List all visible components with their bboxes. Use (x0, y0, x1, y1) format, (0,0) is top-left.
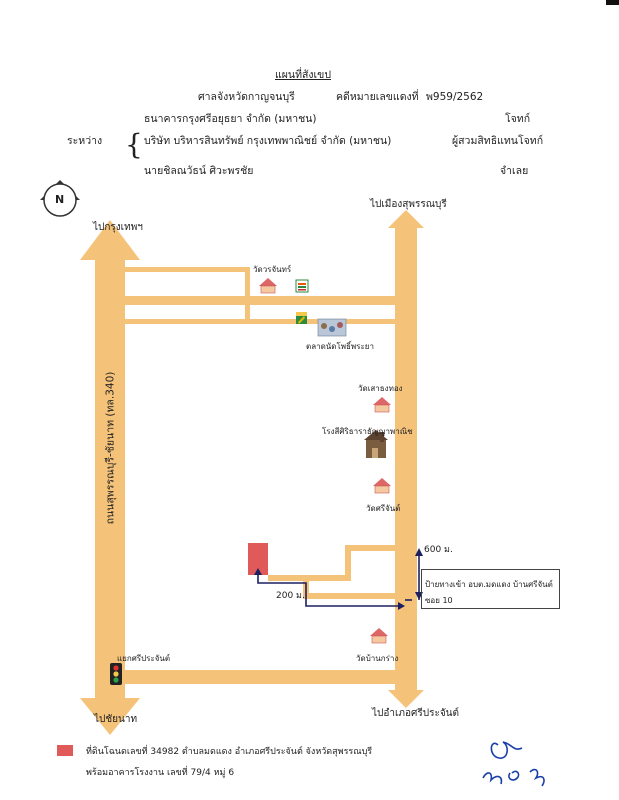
brace-symbol: { (125, 128, 143, 161)
callout-line1: ป้ายทางเข้า อบต.มดแดง บ้านศรีจันต์ (425, 580, 553, 589)
label-wat-sri: วัดศรีจันต์ (366, 504, 401, 513)
distance-200: 200 ม. (276, 591, 305, 601)
road-market (110, 319, 406, 324)
north-label: N (55, 193, 65, 206)
entrance-callout (421, 569, 560, 609)
road-suphanburi (395, 222, 417, 692)
lane-upper-drop (345, 545, 351, 581)
label-intersection: แยกศรีประจันต์ (117, 654, 171, 663)
road-top-joint (245, 267, 250, 299)
scan-edge-mark (606, 0, 619, 5)
temple-icon-wat-ban (370, 628, 388, 644)
dir-chainat: ไปชัยนาท (94, 714, 138, 725)
handwritten-signature (482, 741, 545, 787)
north-arrow-icon (40, 180, 80, 217)
lane-lower (303, 593, 401, 599)
temple-icon-wat-chan (259, 278, 277, 294)
dir-suphanburi: ไปเมืองสุพรรณบุรี (370, 199, 447, 210)
lane-mid (268, 575, 351, 581)
traffic-light-icon (110, 663, 122, 685)
dir-sriprachan: ไปอำเภอศรีประจันต์ (372, 708, 460, 719)
case-label: คดีหมายเลขแดงที่ (336, 91, 419, 103)
road-spur (245, 305, 250, 321)
arrowhead-600-top (415, 548, 423, 556)
temple-icon-wat-sri (373, 478, 391, 494)
highway-label: ถนนสุพรรณบุรี-ชัยนาท (ทล.340) (104, 371, 117, 525)
gas-station-icon (296, 312, 307, 324)
arrow-to-bangkok (80, 220, 140, 260)
arrow-to-suphanburi (388, 210, 424, 228)
distance-600: 600 ม. (424, 545, 453, 555)
party1-role: โจทก์ (505, 113, 531, 125)
label-market: ตลาดนัดโพธิ์พระยา (306, 342, 374, 351)
legend-parcel-swatch (57, 745, 73, 756)
land-parcel (248, 543, 268, 575)
map-title: แผนที่สังเขป (275, 69, 331, 81)
case-number: พ959/2562 (426, 91, 484, 103)
between-label: ระหว่าง (67, 135, 103, 147)
label-wat-sao: วัดเสาธงทอง (358, 384, 403, 393)
party2-name: บริษัท บริหารสินทรัพย์ กรุงเทพพาณิชย์ จำ… (144, 135, 392, 147)
dir-bangkok: ไปกรุงเทพฯ (93, 222, 143, 233)
road-network (80, 210, 424, 735)
party3-name: นายชิลณวัธน์ ศิวะพรชัย (144, 165, 254, 177)
party3-role: จำเลย (500, 165, 529, 177)
highway-340 (95, 258, 125, 700)
court-name: ศาลจังหวัดกาญจนบุรี (198, 91, 295, 103)
party2-role: ผู้สวมสิทธิแทนโจทก์ (452, 135, 544, 147)
route-to-parcel (257, 575, 398, 607)
legend-line2: พร้อมอาคารโรงงาน เลขที่ 79/4 หมู่ 6 (86, 768, 235, 778)
arrow-to-sriprachan (388, 690, 424, 708)
callout-line2: ซอย 10 (425, 596, 453, 605)
party1-name: ธนาคารกรุงศรีอยุธยา จำกัด (มหาชน) (144, 113, 317, 125)
arrowhead-junction (398, 602, 405, 610)
temple-icon-wat-sao (373, 397, 391, 413)
arrow-to-chainat (80, 698, 140, 735)
rice-mill-icon (364, 430, 388, 458)
label-wat-chan: วัดวรจันทร์ (253, 265, 292, 274)
lane-upper (345, 545, 400, 551)
road-bottom (110, 670, 406, 684)
arrowhead-parcel (254, 568, 262, 575)
road-wat-chan (110, 296, 406, 305)
convenience-store-icon (295, 279, 309, 293)
road-top-left (110, 267, 250, 272)
label-wat-ban: วัดบ้านกร่าง (356, 654, 399, 663)
legend-line1: ที่ดินโฉนดเลขที่ 34982 ตำบลมดแดง อำเภอศร… (86, 747, 373, 757)
label-rice-mill: โรงสีศิริธาราธัญญาพาณิช (322, 427, 413, 436)
market-icon (317, 318, 347, 337)
